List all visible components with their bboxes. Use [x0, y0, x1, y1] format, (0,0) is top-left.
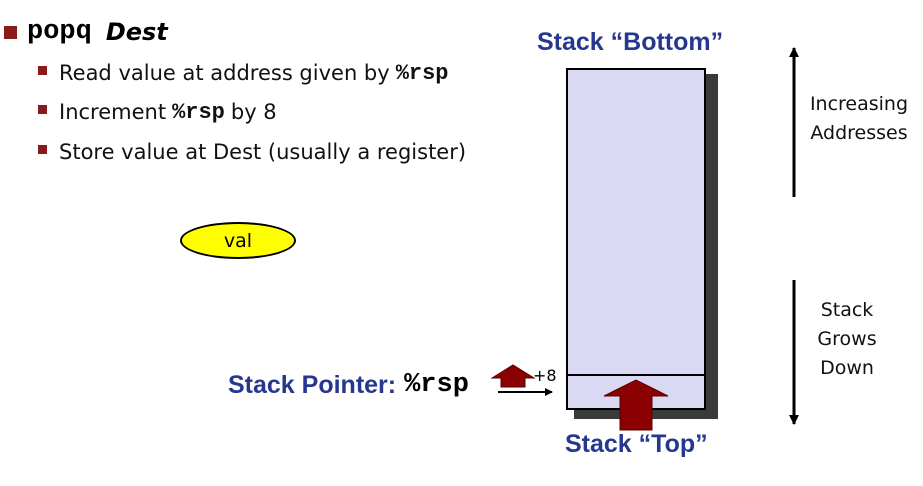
stack-column: [566, 68, 706, 410]
stack-grows-down-line-2: Grows: [817, 328, 877, 350]
bullet-icon: [38, 104, 47, 114]
bullet-text: Read value at address given by: [59, 61, 390, 85]
bullet-item-1: Read value at address given by %rsp: [38, 58, 455, 88]
bullet-text: Store value at Dest (usually a register): [59, 140, 467, 164]
bullet-code: %rsp: [395, 60, 449, 86]
stack-pointer-register: %rsp: [404, 370, 469, 400]
title-operand: Dest: [105, 18, 168, 46]
stack-top-label: Stack “Top”: [565, 430, 708, 458]
stack-pointer-text: Stack Pointer:: [228, 370, 397, 399]
bullet-item-2: Increment %rsp by 8: [38, 97, 277, 127]
increasing-addresses-label: Increasing Addresses: [803, 90, 915, 148]
stack-top-slot-divider: [566, 374, 706, 376]
title-command: popq: [27, 17, 92, 47]
bullet-item-3: Store value at Dest (usually a register): [38, 137, 466, 167]
stack-grows-down-label: Stack Grows Down: [810, 296, 884, 383]
stack-grows-down-line-1: Stack: [820, 299, 874, 321]
increment-up-arrow-icon: [490, 364, 536, 388]
stack-pointer-label: Stack Pointer: %rsp: [228, 370, 469, 400]
val-oval: val: [180, 222, 296, 259]
bullet-text-post: by 8: [230, 100, 277, 124]
increment-label: +8: [533, 366, 557, 385]
bullet-code: %rsp: [172, 99, 225, 125]
increasing-addresses-line-2: Addresses: [810, 122, 908, 144]
increasing-addresses-line-1: Increasing: [809, 93, 909, 115]
val-label: val: [223, 229, 253, 252]
title-bullet-icon: [4, 25, 17, 39]
stack-bottom-label: Stack “Bottom”: [537, 28, 724, 56]
bullet-text: Increment: [59, 100, 167, 124]
slide-title: popq Dest: [0, 14, 168, 50]
stack-grows-down-line-3: Down: [820, 357, 874, 379]
stack-top-up-arrow-icon: [603, 379, 669, 431]
bullet-icon: [38, 65, 47, 75]
bullet-icon: [38, 144, 47, 154]
